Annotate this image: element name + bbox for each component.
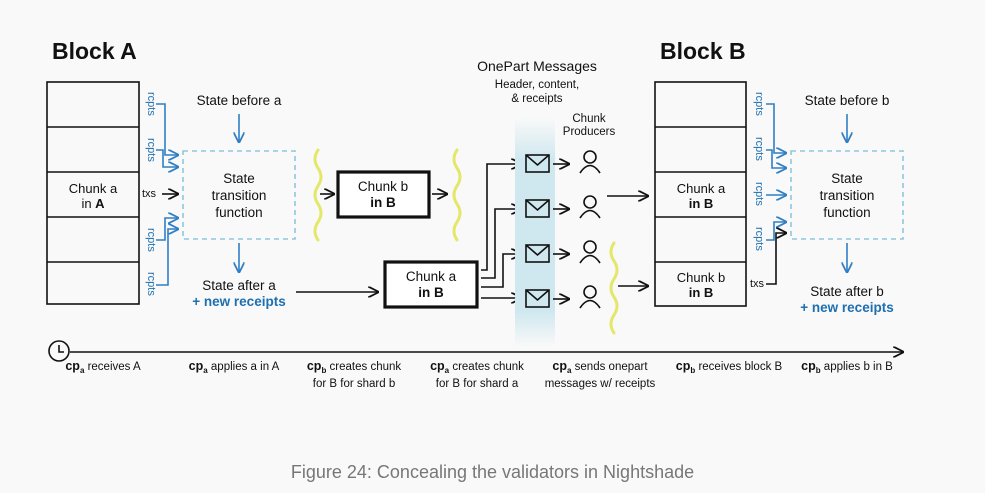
block-b-chunk-a-1: Chunk a xyxy=(677,181,726,196)
message-row xyxy=(525,285,601,309)
timeline-label-line2: messages w/ receipts xyxy=(545,378,656,390)
block-a-column xyxy=(46,81,140,305)
message-row xyxy=(525,240,601,264)
rcpts-label: rcpts xyxy=(753,182,765,206)
onepart-title: OnePart Messages xyxy=(477,58,597,74)
chunk-a-in-b-line1: Chunk a xyxy=(406,269,457,284)
onepart-sub2: & receipts xyxy=(511,93,562,105)
state-before-b: State before b xyxy=(805,93,890,108)
stf-a-line2: transition xyxy=(212,188,267,203)
rcpts-label: rcpts xyxy=(145,272,157,296)
envelope-icon xyxy=(525,289,550,308)
person-icon xyxy=(579,195,601,219)
person-icon xyxy=(579,150,601,174)
message-row xyxy=(525,150,601,174)
chunk-b-in-b-line2: in B xyxy=(370,195,396,210)
chunk-b-in-b-line1: Chunk b xyxy=(358,179,408,194)
stf-a-line3: function xyxy=(215,205,262,220)
chunk-a-in-b-box xyxy=(383,260,479,309)
person-icon xyxy=(579,285,601,309)
txs-label: txs xyxy=(750,278,765,290)
rcpts-label: rcpts xyxy=(753,227,765,251)
message-row xyxy=(525,195,601,219)
stf-b-line3: function xyxy=(823,205,870,220)
timeline-labels: cpa receives A cpa applies a in A cpb crea… xyxy=(65,359,893,390)
block-b-title: Block B xyxy=(660,38,746,64)
new-receipts-a: + new receipts xyxy=(192,294,285,309)
timeline-label-line2: for B for shard b xyxy=(313,378,395,390)
block-a-receipt-arrows xyxy=(156,103,178,286)
timeline-label: cpa receives A xyxy=(65,359,141,375)
block-b-chunk-a-2: in B xyxy=(689,196,714,211)
block-b-chunk-b-1: Chunk b xyxy=(677,270,725,285)
chunk-b-in-b-box xyxy=(336,170,431,219)
stf-box-a xyxy=(182,150,296,240)
rcpts-label: rcpts xyxy=(753,137,765,161)
nightshade-diagram: Block A Chunk a in A rcpts rcpts rcpts r… xyxy=(46,38,985,390)
block-a-title: Block A xyxy=(52,38,137,64)
fanout-arrows xyxy=(481,164,521,298)
wavy-divider xyxy=(609,241,619,335)
person-icon xyxy=(579,240,601,264)
state-before-a: State before a xyxy=(197,93,282,108)
chunk-a-in-b-line2: in B xyxy=(418,285,444,300)
envelope-icon xyxy=(525,199,550,218)
rcpts-label: rcpts xyxy=(145,138,157,162)
timeline-label: cpa sends onepart xyxy=(552,359,648,375)
txs-label: txs xyxy=(142,188,157,200)
producers-label-1: Chunk xyxy=(572,113,605,125)
block-a-chunk-label: Chunk a xyxy=(69,181,118,196)
stf-box-b xyxy=(790,150,904,240)
block-b-chunk-b-2: in B xyxy=(689,285,714,300)
envelope-icon xyxy=(525,244,550,263)
clock-icon xyxy=(48,340,70,362)
rcpts-label: rcpts xyxy=(145,228,157,252)
timeline-label-line2: for B for shard a xyxy=(436,378,519,390)
wavy-divider xyxy=(313,148,323,242)
block-b-column xyxy=(654,81,747,307)
timeline-label: cpa creates chunk xyxy=(430,359,524,375)
rcpts-label: rcpts xyxy=(753,92,765,116)
new-receipts-b: + new receipts xyxy=(800,300,893,315)
timeline-label: cpa applies a in A xyxy=(189,359,280,375)
stf-b-line1: State xyxy=(831,171,863,186)
state-after-b: State after b xyxy=(810,284,884,299)
block-b-receipt-arrows xyxy=(766,103,786,285)
onepart-band xyxy=(515,118,555,346)
stf-a-line1: State xyxy=(223,171,255,186)
producers-label-2: Producers xyxy=(563,126,616,138)
envelope-icon xyxy=(525,154,550,173)
block-a-chunk-label-2: in A xyxy=(81,196,105,211)
timeline-label: cpb receives block B xyxy=(676,359,783,375)
wavy-divider xyxy=(452,148,462,242)
stf-b-line2: transition xyxy=(820,188,875,203)
timeline-label: cpb creates chunk xyxy=(307,359,402,375)
state-after-a: State after a xyxy=(202,278,276,293)
rcpts-label: rcpts xyxy=(145,92,157,116)
timeline-label: cpb applies b in B xyxy=(801,359,893,375)
onepart-sub1: Header, content, xyxy=(495,79,579,91)
figure-caption: Figure 24: Concealing the validators in … xyxy=(290,462,695,482)
